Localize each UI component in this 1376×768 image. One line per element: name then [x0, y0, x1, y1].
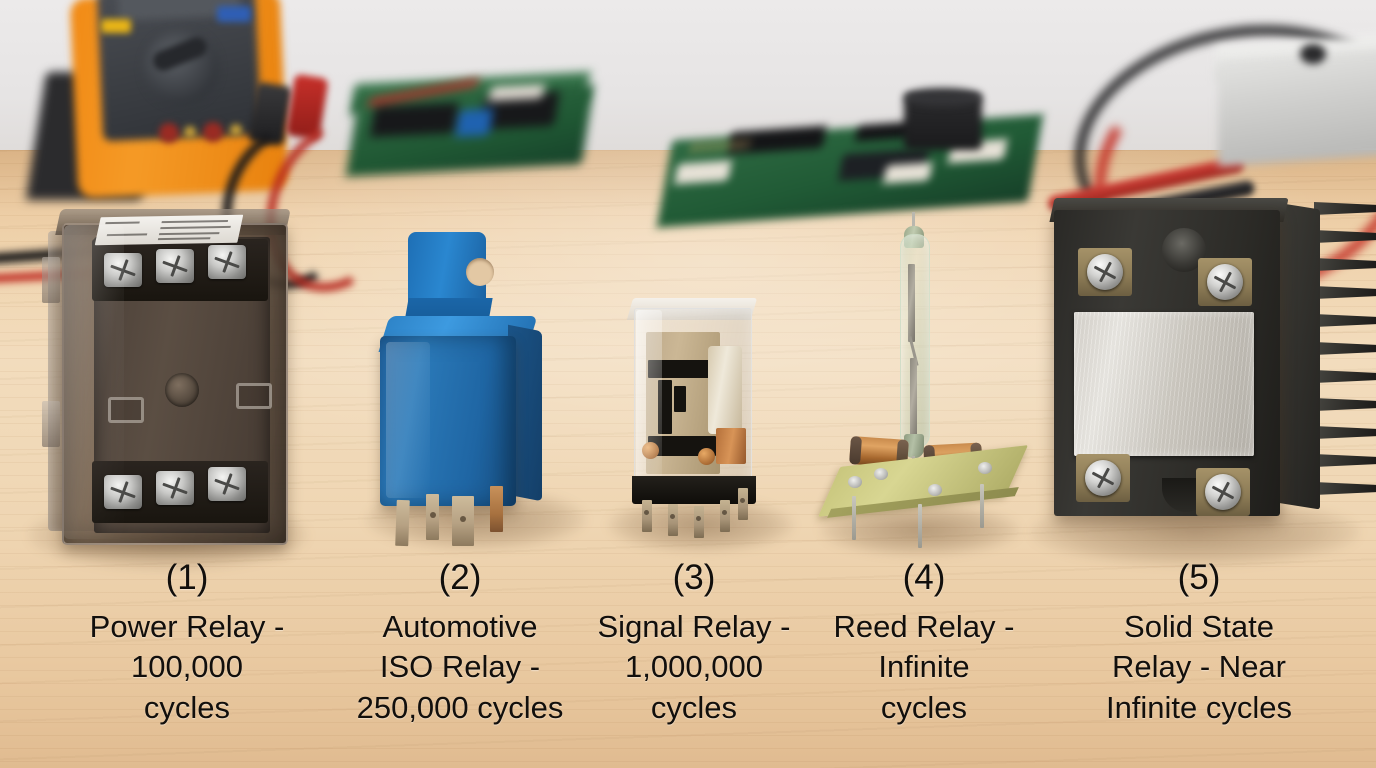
- multimeter-jack-small-a: [184, 126, 196, 138]
- relay-2-body-gloss: [386, 342, 430, 498]
- relay-1-screw-terminal-3: [208, 245, 246, 279]
- relay-2-blade-terminal-2: [426, 494, 439, 540]
- caption-text-4: Reed Relay - Infinite cycles: [833, 609, 1015, 725]
- relay-5-terminal-4: [1196, 468, 1250, 516]
- multimeter-blue-button: [217, 6, 251, 22]
- relay-3-coil-bobbin: [708, 346, 742, 434]
- pcb-left-component-a: [369, 102, 459, 138]
- relay-4-reed-relay: [818, 212, 1028, 548]
- relay-3-signal-relay: [612, 298, 792, 540]
- pcb-left-white-connector: [488, 84, 545, 101]
- multimeter-rotary-dial: [143, 30, 219, 106]
- relay-2-blade-terminal-4: [490, 486, 503, 532]
- relay-4-solder-pad-4: [978, 462, 992, 474]
- relay-3-pin-4: [720, 500, 730, 532]
- relay-4-reed-blade-upper: [908, 264, 915, 342]
- relay-3-pin-1: [642, 500, 652, 532]
- caption-relay-2: (2) Automotive ISO Relay - 250,000 cycle…: [330, 560, 590, 728]
- relay-2-automotive-iso-relay: [372, 232, 582, 547]
- caption-text-2: Automotive ISO Relay - 250,000 cycles: [356, 609, 564, 725]
- relay-3-coil-winding: [716, 428, 746, 464]
- relay-3-solder-lug-right: [698, 448, 715, 465]
- relay-4-solder-pad-1: [848, 476, 862, 488]
- relay-5-label-plate: [1074, 312, 1254, 456]
- pcb-right-connector-a: [674, 160, 732, 185]
- relay-4-solder-pad-2: [874, 468, 888, 480]
- relay-1-clip-right: [236, 383, 272, 409]
- relay-2-blade-terminal-1: [395, 499, 410, 547]
- relay-4-solder-pad-3: [928, 484, 942, 496]
- caption-number-4: (4): [902, 558, 946, 597]
- relay-1-screw-terminal-2: [156, 249, 194, 283]
- relay-5-solid-state-relay: [1038, 196, 1376, 546]
- relay-3-contact-bar-top: [648, 360, 712, 378]
- relay-4-pin-2: [918, 504, 922, 548]
- relay-4-reed-blade-lower: [910, 358, 917, 444]
- relay-3-cover-gloss: [636, 310, 662, 496]
- relay-1-cover-gloss: [64, 225, 124, 539]
- caption-relay-1: (1) Power Relay - 100,000 cycles: [62, 560, 312, 728]
- relay-2-blade-terminal-3: [452, 496, 474, 546]
- relay-5-right-side: [1276, 202, 1320, 510]
- relay-3-pin-5: [738, 488, 748, 520]
- relay-1-screw-terminal-1: [104, 253, 142, 287]
- relay-3-base: [632, 476, 756, 504]
- relay-1-clip-left: [108, 397, 144, 423]
- caption-text-1: Power Relay - 100,000 cycles: [89, 609, 285, 725]
- relay-1-center-emboss: [165, 373, 199, 407]
- relay-1-screw-terminal-6: [208, 467, 246, 501]
- caption-relay-3: (3) Signal Relay - 1,000,000 cycles: [586, 560, 802, 728]
- relay-4-glass-bottom-seal: [904, 434, 924, 458]
- power-supply-body: [1218, 49, 1376, 167]
- caption-number-2: (2): [438, 558, 482, 597]
- pcb-right-capacitor-top: [904, 88, 982, 106]
- relay-3-pin-2: [668, 504, 678, 536]
- pcb-left-blue-capacitor: [455, 108, 494, 137]
- relay-4-pin-1: [852, 496, 856, 540]
- relay-5-terminal-1: [1078, 248, 1132, 296]
- relay-1-tab-lower: [42, 401, 60, 447]
- pcb-left-board: [345, 77, 595, 177]
- caption-text-3: Signal Relay - 1,000,000 cycles: [597, 609, 791, 725]
- power-supply-knob: [1300, 44, 1326, 64]
- caption-number-5: (5): [1177, 558, 1221, 597]
- multimeter-jack-red-a: [159, 123, 179, 143]
- relay-5-terminal-3: [1076, 454, 1130, 502]
- relay-3-pin-3: [694, 506, 704, 538]
- relay-4-pin-3: [980, 484, 984, 528]
- relay-1-tab-upper: [42, 257, 60, 303]
- multimeter-jack-red-b: [203, 122, 223, 142]
- relay-2-mounting-hole: [466, 258, 494, 286]
- relay-2-body: [380, 336, 516, 506]
- relay-1-power-relay: [40, 205, 315, 545]
- relay-3-armature: [674, 386, 686, 412]
- pcb-right-connector-b: [883, 162, 933, 184]
- caption-relay-5: (5) Solid State Relay - Near Infinite cy…: [1074, 560, 1324, 728]
- caption-relay-4: (4) Reed Relay - Infinite cycles: [824, 560, 1024, 728]
- multimeter-jack-small-b: [230, 124, 242, 136]
- relay-5-terminal-2: [1198, 258, 1252, 306]
- relay-1-screw-terminal-5: [156, 471, 194, 505]
- caption-number-3: (3): [672, 558, 716, 597]
- relay-5-heatsink: [1314, 202, 1376, 508]
- relay-4-top-lead: [912, 212, 915, 234]
- relay-1-screw-terminal-4: [104, 475, 142, 509]
- multimeter-yellow-button: [101, 19, 131, 33]
- caption-number-1: (1): [165, 558, 209, 597]
- caption-text-5: Solid State Relay - Near Infinite cycles: [1105, 609, 1293, 725]
